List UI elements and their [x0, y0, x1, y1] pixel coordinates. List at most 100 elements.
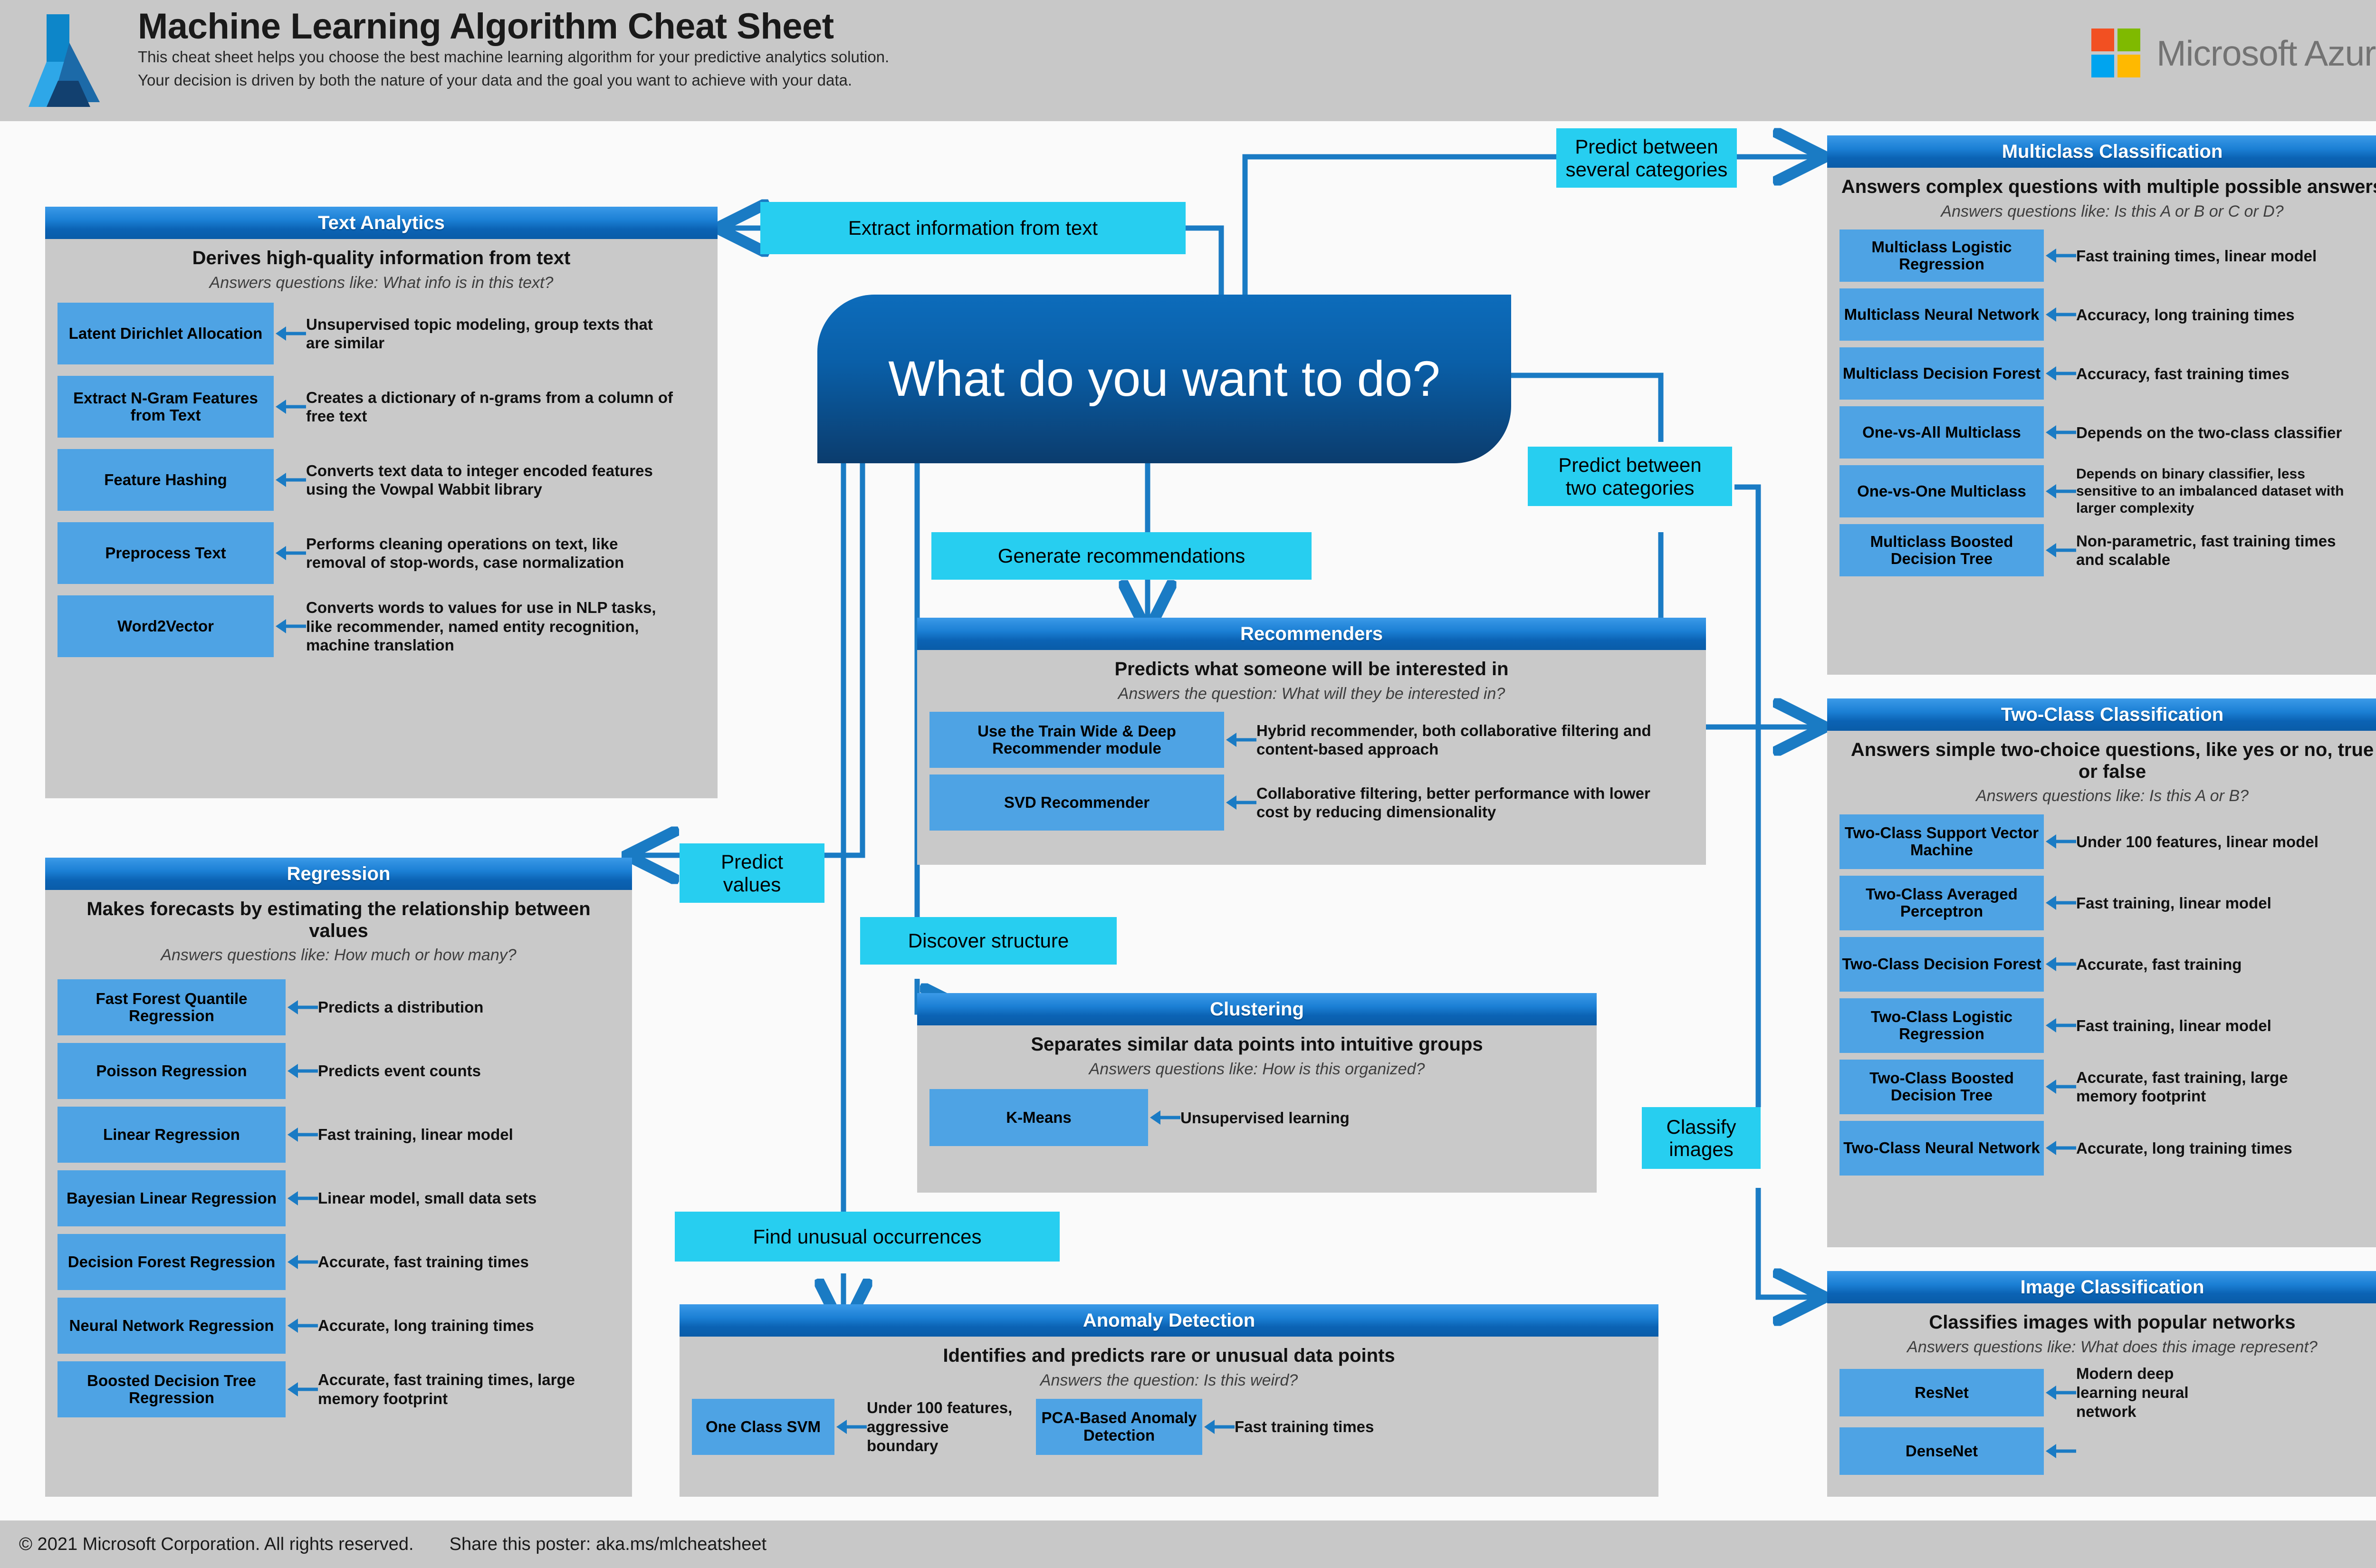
algorithm-button[interactable]: Neural Network Regression [57, 1297, 286, 1354]
root-decision-node[interactable]: What do you want to do? [817, 295, 1511, 463]
algorithm-button[interactable]: Two-Class Boosted Decision Tree [1839, 1059, 2044, 1114]
card-two-class-classification: Two-Class Classification Answers simple … [1827, 698, 2376, 1247]
algorithm-button[interactable]: Multiclass Logistic Regression [1839, 229, 2044, 282]
card-image-classification: Image Classification Classifies images w… [1827, 1271, 2376, 1497]
algorithm-description: Unsupervised topic modeling, group texts… [306, 315, 653, 352]
header-subtitle-2: Your decision is driven by both the natu… [138, 71, 853, 89]
card-question: Answers questions like: What info is in … [209, 273, 554, 292]
algorithm-button[interactable]: Decision Forest Regression [57, 1233, 286, 1290]
algorithm-button[interactable]: Multiclass Neural Network [1839, 288, 2044, 341]
algorithm-list: K-Means Unsupervised learning [929, 1089, 1584, 1147]
algorithm-button[interactable]: Bayesian Linear Regression [57, 1170, 286, 1226]
algorithm-row: Multiclass Logistic Regression Fast trai… [1839, 229, 2376, 282]
card-question: Answers the question: Is this weird? [1040, 1371, 1298, 1389]
pill-discover-structure[interactable]: Discover structure [860, 917, 1117, 965]
algorithm-button[interactable]: Preprocess Text [57, 522, 274, 584]
algorithm-button[interactable]: Boosted Decision Tree Regression [57, 1361, 286, 1417]
arrow-left-icon [274, 544, 306, 563]
root-node-label: What do you want to do? [888, 351, 1440, 407]
algorithm-button[interactable]: PCA-Based Anomaly Detection [1036, 1398, 1202, 1455]
algorithm-button[interactable]: ResNet [1839, 1368, 2044, 1416]
algorithm-description: Non-parametric, fast training times and … [2076, 532, 2336, 569]
card-question: Answers questions like: Is this A or B o… [1941, 202, 2284, 220]
algorithm-button[interactable]: Multiclass Decision Forest [1839, 347, 2044, 400]
page-title: Machine Learning Algorithm Cheat Sheet [138, 6, 834, 47]
algorithm-button[interactable]: One Class SVM [692, 1398, 834, 1455]
arrow-left-icon [286, 1125, 318, 1144]
algorithm-button[interactable]: Two-Class Neural Network [1839, 1120, 2044, 1176]
arrow-left-icon [2044, 1138, 2076, 1157]
algorithm-row: Poisson Regression Predicts event counts [57, 1042, 620, 1099]
algorithm-row: Two-Class Decision Forest Accurate, fast… [1839, 937, 2376, 992]
card-title: Recommenders [917, 618, 1706, 650]
algorithm-button[interactable]: K-Means [929, 1089, 1148, 1147]
card-question: Answers questions like: How much or how … [161, 946, 517, 965]
arrow-left-icon [1224, 793, 1256, 812]
card-question: Answers the question: What will they be … [1118, 684, 1505, 703]
card-question: Answers questions like: What does this i… [1907, 1338, 2318, 1356]
algorithm-button[interactable]: Multiclass Boosted Decision Tree [1839, 524, 2044, 577]
pill-predict-between-several-categories[interactable]: Predict between several categories [1556, 128, 1737, 188]
algorithm-list: Multiclass Logistic Regression Fast trai… [1839, 229, 2376, 577]
arrow-left-icon [2044, 482, 2076, 501]
algorithm-description: Fast training times [1235, 1417, 1374, 1435]
algorithm-button[interactable]: Two-Class Logistic Regression [1839, 998, 2044, 1053]
algorithm-row: Use the Train Wide & Deep Recommender mo… [929, 712, 1694, 768]
algorithm-description: Depends on the two-class classifier [2076, 423, 2342, 441]
pill-predict-between-two-categories[interactable]: Predict between two categories [1528, 447, 1732, 506]
algorithm-button[interactable]: Linear Regression [57, 1106, 286, 1163]
pill-label: Find unusual occurrences [753, 1225, 982, 1248]
algorithm-button[interactable]: Word2Vector [57, 595, 274, 658]
algorithm-row: Neural Network Regression Accurate, long… [57, 1297, 620, 1354]
algorithm-button[interactable]: Extract N-Gram Features from Text [57, 376, 274, 438]
algorithm-button[interactable]: Two-Class Support Vector Machine [1839, 814, 2044, 869]
algorithm-button[interactable]: One-vs-All Multiclass [1839, 406, 2044, 459]
algorithm-button[interactable]: SVD Recommender [929, 774, 1224, 831]
algorithm-row: Decision Forest Regression Accurate, fas… [57, 1233, 620, 1290]
algorithm-button[interactable]: Feature Hashing [57, 449, 274, 511]
algorithm-row: Fast Forest Quantile Regression Predicts… [57, 979, 620, 1035]
algorithm-row: Preprocess Text Performs cleaning operat… [57, 522, 705, 584]
algorithm-button[interactable]: Use the Train Wide & Deep Recommender mo… [929, 712, 1224, 768]
algorithm-list: ResNet Modern deep learning neural netwo… [1839, 1364, 2376, 1475]
algorithm-button[interactable]: DenseNet [1839, 1427, 2044, 1475]
pill-extract-information-from-text[interactable]: Extract information from text [760, 202, 1186, 254]
algorithm-row: Multiclass Boosted Decision Tree Non-par… [1839, 524, 2376, 577]
algorithm-button[interactable]: Poisson Regression [57, 1042, 286, 1099]
arrow-left-icon [286, 1316, 318, 1335]
arrow-left-icon [2044, 1442, 2076, 1461]
pill-generate-recommendations[interactable]: Generate recommendations [931, 532, 1312, 580]
algorithm-button[interactable]: One-vs-One Multiclass [1839, 465, 2044, 518]
pill-classify-images[interactable]: Classify images [1642, 1107, 1761, 1169]
card-title: Regression [45, 858, 632, 890]
card-text-analytics: Text Analytics Derives high-quality info… [45, 207, 718, 798]
pill-label: Predict between two categories [1558, 454, 1702, 499]
arrow-left-icon [286, 1252, 318, 1272]
arrow-left-icon [1202, 1417, 1235, 1436]
algorithm-button[interactable]: Fast Forest Quantile Regression [57, 979, 286, 1035]
algorithm-description: Predicts a distribution [318, 998, 484, 1016]
algorithm-button[interactable]: Two-Class Decision Forest [1839, 937, 2044, 992]
arrow-left-icon [2044, 893, 2076, 912]
pill-predict-values[interactable]: Predict values [680, 843, 824, 903]
arrow-left-icon [1224, 730, 1256, 749]
arrow-left-icon [286, 1189, 318, 1208]
pill-label: Classify images [1666, 1115, 1736, 1160]
algorithm-button[interactable]: Two-Class Averaged Perceptron [1839, 875, 2044, 930]
algorithm-row: One-vs-All Multiclass Depends on the two… [1839, 406, 2376, 459]
algorithm-description: Hybrid recommender, both collaborative f… [1256, 721, 1651, 758]
algorithm-description: Accurate, fast training times [318, 1253, 529, 1271]
algorithm-description: Accurate, fast training, large memory fo… [2076, 1068, 2288, 1105]
algorithm-row: Bayesian Linear Regression Linear model,… [57, 1170, 620, 1226]
algorithm-row: Latent Dirichlet Allocation Unsupervised… [57, 303, 705, 365]
pill-find-unusual-occurrences[interactable]: Find unusual occurrences [675, 1212, 1060, 1262]
arrow-left-icon [2044, 305, 2076, 324]
pill-label: Discover structure [908, 929, 1069, 952]
algorithm-description: Converts text data to integer encoded fe… [306, 461, 653, 498]
algorithm-description: Converts words to values for use in NLP … [306, 599, 656, 654]
card-question: Answers questions like: How is this orga… [1089, 1060, 1425, 1078]
algorithm-button[interactable]: Latent Dirichlet Allocation [57, 303, 274, 365]
algorithm-description: Fast training, linear model [2076, 1016, 2271, 1034]
algorithm-description: Accurate, fast training times, large mem… [318, 1371, 575, 1407]
header-text-block: Machine Learning Algorithm Cheat Sheet T… [138, 9, 889, 91]
